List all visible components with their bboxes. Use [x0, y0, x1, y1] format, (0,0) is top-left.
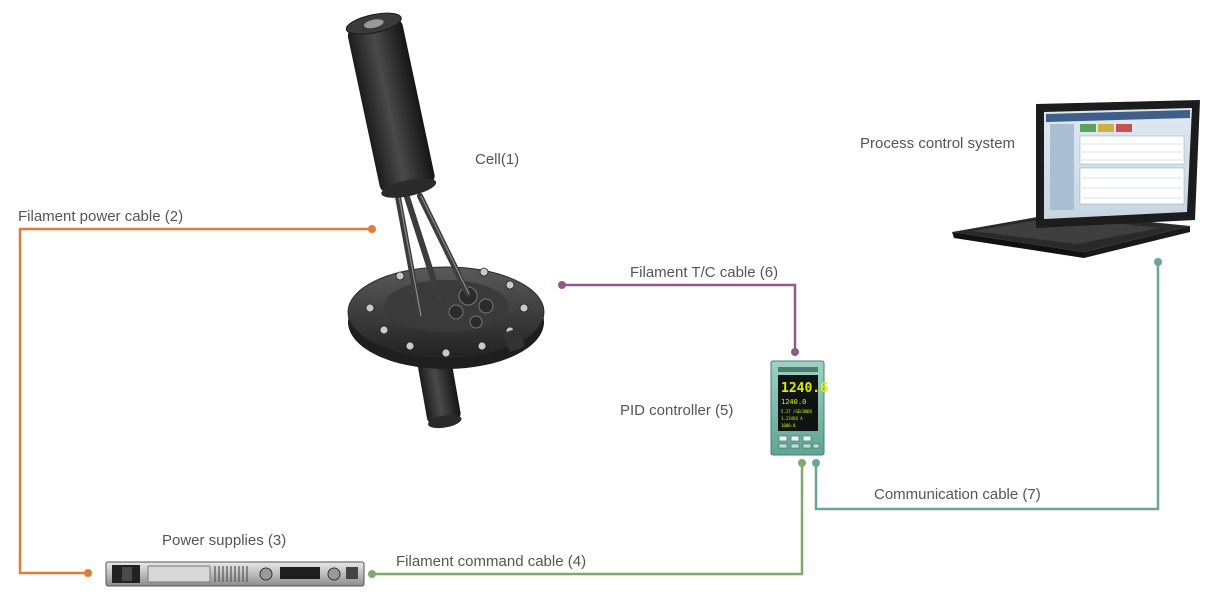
filament-power-cable: [18, 225, 376, 577]
pid-controller-label: PID controller (5): [620, 402, 733, 419]
communication-cable: [812, 258, 1162, 511]
power-supplies-label: Power supplies (3): [162, 532, 286, 549]
power-supply-unit-icon: [105, 561, 365, 587]
pid-second-value: 1240.0: [781, 398, 806, 406]
cell-label: Cell(1): [475, 151, 519, 168]
filament-tc-cable-label: Filament T/C cable (6): [630, 264, 778, 281]
pid-line5: 1000.0: [781, 423, 796, 428]
laptop-screen-content: [1046, 110, 1190, 210]
laptop-icon: [952, 100, 1200, 258]
filament-command-cable-label: Filament command cable (4): [396, 553, 586, 570]
effusion-cell-icon: [345, 12, 545, 429]
filament-power-cable-label: Filament power cable (2): [18, 208, 183, 225]
pid-main-value: 1240.6: [781, 381, 828, 396]
filament-command-cable: [368, 459, 806, 578]
communication-cable-label: Communication cable (7): [874, 486, 1041, 503]
pid-line3: 5.27 /SECONDS: [781, 409, 813, 414]
process-control-system-label: Process control system: [860, 135, 1015, 152]
pid-controller-icon: 1240.6 1240.0 5.27 /SECONDS 1.23456 A 10…: [770, 360, 828, 456]
filament-tc-cable: [558, 281, 799, 356]
pid-line4: 1.23456 A: [781, 416, 803, 421]
